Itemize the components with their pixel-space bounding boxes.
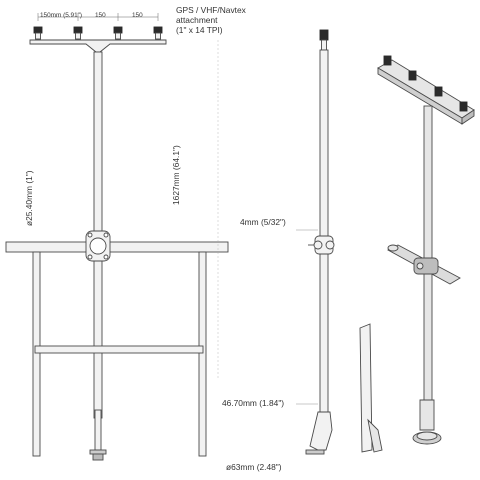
spacing-label-2: 150 [95,12,106,19]
thickness-label: 4mm (5/32") [240,217,286,227]
attachment-label-line1: GPS / VHF/Navtex [176,5,246,15]
side-base [305,411,333,455]
attachment-label-line3: (1" x 14 TPI) [176,25,223,35]
pole-clamp [85,230,111,262]
perspective-clamp [387,244,461,285]
base-diameter-label: ø63mm (2.48") [226,462,282,472]
attachment-label-line2: attachment [176,15,218,25]
side-view [296,29,335,455]
perspective-base [412,399,442,445]
spacing-label-1: 150mm (5.91") [40,12,83,19]
top-crossbar [29,39,167,53]
frame-top-rail [5,241,229,253]
pole-diameter-label: ø25.40mm (1") [24,170,34,226]
front-base [89,409,107,461]
front-view [5,13,229,461]
frame-left-leg [32,251,41,457]
side-clamp [308,235,335,255]
top-spacing-dimension [37,13,159,21]
side-pole [319,49,329,421]
antenna-mounts [33,26,163,40]
height-label: 1627mm (64.1") [171,145,181,205]
perspective-mounts [383,55,468,112]
perspective-view [359,55,475,453]
spacing-label-3: 150 [132,12,143,19]
frame-right-leg [198,251,207,457]
base-height-label: 46.70mm (1.84") [222,398,285,408]
frame-mid-rail [34,345,204,354]
perspective-post [359,323,373,453]
